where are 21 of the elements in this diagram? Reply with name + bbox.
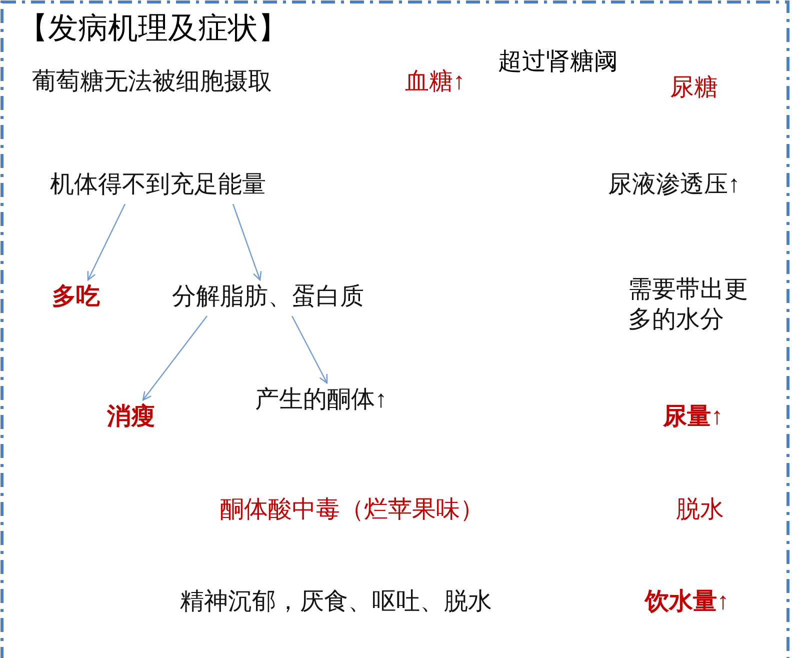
node-text: 尿液渗透压↑ (608, 170, 740, 200)
arrow (87, 204, 126, 281)
node-text: 多吃 (52, 282, 100, 312)
node-text: 尿糖 (670, 73, 718, 103)
node-text: 脱水 (676, 495, 724, 525)
node-text: 葡萄糖无法被细胞摄取 (32, 67, 272, 97)
node-text: 产生的酮体↑ (255, 385, 387, 415)
title: 【发病机理及症状】 (18, 11, 288, 47)
arrow (232, 204, 262, 281)
node-text: 尿量↑ (663, 402, 723, 432)
arrow (291, 316, 328, 384)
node-text: 需要带出更多的水分 (628, 275, 758, 335)
node-text: 血糖↑ (405, 67, 465, 97)
node-text: 酮体酸中毒（烂苹果味） (220, 495, 484, 525)
node-text: 机体得不到充足能量 (50, 170, 266, 200)
node-text: 分解脂肪、蛋白质 (172, 282, 364, 312)
arrow (142, 316, 208, 401)
node-text: 消瘦 (107, 402, 155, 432)
node-text: 精神沉郁，厌食、呕吐、脱水 (180, 587, 492, 617)
note-text: 超过肾糖阈 (498, 48, 618, 77)
node-text: 饮水量↑ (645, 587, 729, 617)
